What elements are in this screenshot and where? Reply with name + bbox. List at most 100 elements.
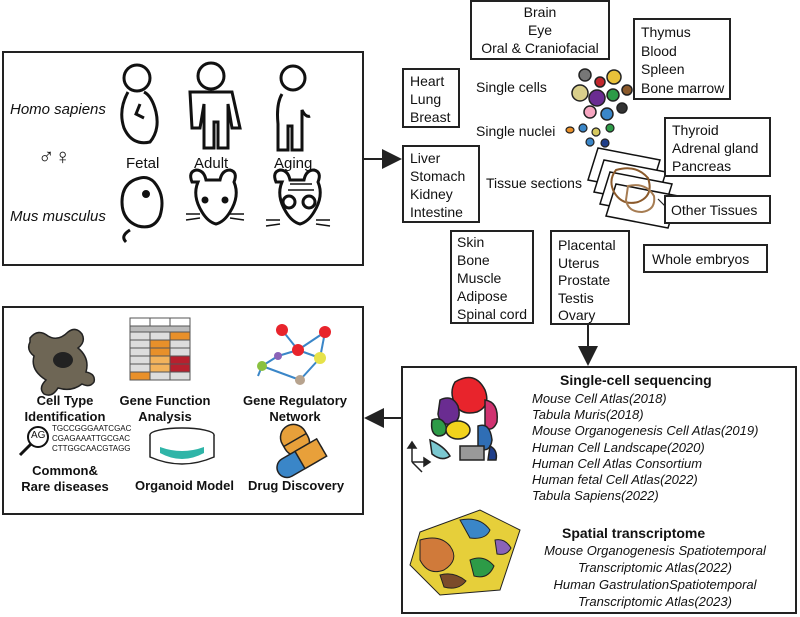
dna-sequences: TGCCGGGAATCGAC CGAGAAATTGCGAC CTTGGCAACG… (52, 424, 131, 454)
skin-group-box: Skin Bone Muscle Adipose Spinal cord (450, 230, 534, 324)
tissue-item: Uterus (558, 254, 600, 271)
thymus-group-box: Thymus Blood Spleen Bone marrow (633, 18, 731, 100)
atlas-item: Mouse Organogenesis Cell Atlas(2019) (532, 423, 759, 439)
tissue-item: Testis (558, 289, 594, 306)
adult-mouse-icon (185, 168, 245, 226)
gene-regulatory-label: Gene Regulatory Network (235, 393, 355, 425)
sc-title: Single-cell sequencing (560, 372, 712, 388)
tissue-item: Bone (457, 252, 490, 268)
other-tissues-box: Other Tissues (664, 195, 771, 224)
common-rare-label: Common& Rare diseases (15, 463, 115, 495)
tissue-item: Liver (410, 150, 441, 166)
label-line: Rare diseases (21, 479, 109, 494)
tissue-sections-icon (587, 147, 679, 229)
label-line: Identification (24, 409, 106, 424)
atlas-item: Human Cell Landscape(2020) (532, 439, 705, 455)
tissue-item: Lung (410, 91, 442, 107)
drug-capsules-icon (276, 423, 328, 479)
atlas-panel (401, 366, 797, 614)
dna-line: TGCCGGGAATCGAC (52, 424, 132, 433)
atlas-item: Mouse Organogenesis Spatiotemporal (544, 543, 766, 558)
tissue-item: Kidney (410, 186, 453, 202)
tissue-item: Spinal cord (457, 306, 528, 322)
whole-embryos-box: Whole embryos (643, 244, 768, 273)
tissue-item: Oral & Craniofacial (481, 40, 599, 56)
tissue-item: Skin (457, 234, 485, 250)
tissue-item: Heart (410, 73, 445, 89)
stage-fetal: Fetal (126, 155, 160, 172)
thyroid-group-box: Thyroid Adrenal gland Pancreas (664, 117, 771, 177)
tissue-sections-label: Tissue sections (486, 175, 582, 191)
brain-group-box: Brain Eye Oral & Craniofacial (470, 0, 610, 60)
label-line: Gene Function (119, 393, 211, 408)
atlas-item: Human GastrulationSpatiotemporal (553, 577, 757, 592)
aging-human-icon (276, 64, 311, 152)
spatial-tissue-icon (409, 509, 521, 596)
fetal-mouse-icon (120, 176, 164, 244)
dna-line: CTTGGCAACGTAGG (52, 444, 131, 453)
atlas-item: Human fetal Cell Atlas(2022) (532, 472, 698, 488)
tissue-item: Pancreas (672, 158, 732, 174)
mus-musculus-label: Mus musculus (10, 208, 106, 225)
heart-group-box: Heart Lung Breast (402, 68, 460, 128)
atlas-item: Mouse Cell Atlas(2018) (532, 391, 667, 406)
drug-discovery-label: Drug Discovery (248, 478, 345, 493)
single-nuclei-icon (565, 123, 615, 148)
atlas-item: Transcriptomic Atlas(2023) (578, 594, 732, 609)
tissue-item: Stomach (410, 168, 466, 184)
label-line: Common& (32, 463, 98, 478)
tissue-item: Blood (641, 42, 677, 59)
homo-sapiens-label: Homo sapiens (10, 101, 106, 118)
single-nuclei-label: Single nuclei (476, 123, 556, 139)
st-title: Spatial transcriptome (562, 525, 706, 541)
gene-function-label: Gene Function Analysis (110, 393, 220, 425)
cell-type-label: Cell Type Identification (15, 393, 115, 425)
label-line: Analysis (138, 409, 192, 424)
liver-group-box: Liver Stomach Kidney Intestine (402, 145, 480, 223)
embryo-atlas-icon (429, 376, 498, 461)
tissue-item: Intestine (410, 204, 463, 220)
tissue-item: Prostate (558, 272, 611, 288)
organoid-dish-icon (149, 427, 215, 465)
adult-human-icon (188, 61, 242, 150)
tissue-item: Muscle (457, 270, 502, 286)
stage-aging: Aging (274, 155, 313, 172)
tissue-item: Spleen (641, 61, 685, 77)
label-line: Network (269, 409, 321, 424)
sex-symbols: ♂♀ (38, 144, 71, 169)
sc-list: Mouse Cell Atlas(2018) Tabula Muris(2018… (532, 391, 758, 504)
tissue-item: Placental (558, 237, 616, 253)
tissue-item: Thymus (641, 24, 691, 40)
tissue-item: Thyroid (672, 122, 719, 138)
whole-embryos-label: Whole embryos (652, 251, 750, 267)
other-tissues-label: Other Tissues (671, 202, 758, 218)
atlas-item: Tabula Sapiens(2022) (532, 488, 659, 504)
stage-adult: Adult (194, 155, 229, 172)
magnifier-icon (18, 426, 49, 457)
applications-panel (2, 306, 364, 515)
single-cells-label: Single cells (476, 79, 547, 95)
single-cells-icon (571, 68, 633, 121)
dna-badge: AG (31, 430, 46, 441)
tissue-item: Bone marrow (641, 79, 725, 96)
organoid-label: Organoid Model (135, 478, 234, 493)
placental-group-box: Placental Uterus Prostate Testis Ovary (550, 230, 630, 325)
fetal-human-icon (120, 63, 159, 145)
aging-mouse-icon (265, 168, 331, 227)
label-line: Cell Type (36, 393, 94, 408)
gene-network-icon (257, 324, 331, 385)
tissue-item: Adrenal gland (672, 140, 759, 156)
label-line: Gene Regulatory (242, 393, 348, 408)
tissue-item: Breast (410, 109, 451, 125)
atlas-item: Human Cell Atlas Consortium (532, 455, 703, 471)
axis-arrows-icon (406, 440, 432, 473)
tissue-item: Ovary (558, 307, 596, 323)
tissue-item: Adipose (457, 288, 508, 304)
gene-function-grid-icon (129, 317, 191, 381)
st-list: Mouse Organogenesis Spatiotemporal Trans… (520, 542, 790, 610)
tissue-item: Eye (527, 22, 553, 38)
atlas-item: Tabula Muris(2018) (532, 407, 644, 423)
cell-type-icon (27, 328, 96, 396)
